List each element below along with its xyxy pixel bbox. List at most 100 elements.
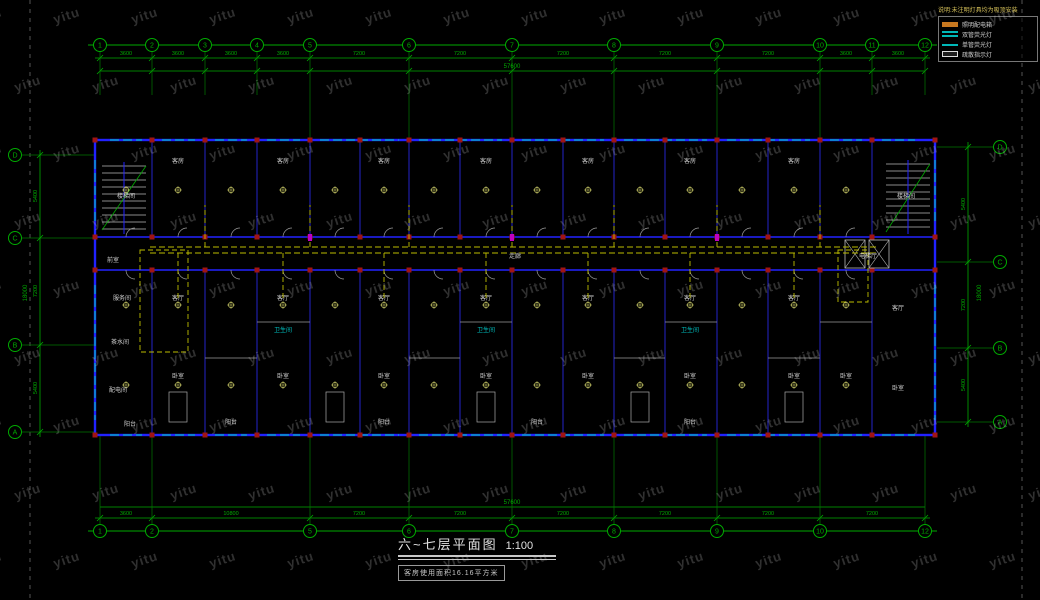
column: [357, 432, 363, 438]
room-label: 楼梯间: [897, 192, 915, 200]
dim-text: 7200: [454, 511, 466, 517]
axis-bubble: [198, 38, 212, 52]
axis-bubble: [8, 148, 22, 162]
column: [202, 137, 208, 143]
axis-bubble: [813, 38, 827, 52]
room-label: 客房: [788, 157, 800, 165]
fluor1-symbol-icon: [942, 44, 958, 46]
column: [406, 267, 412, 273]
column: [307, 432, 313, 438]
door-swing: [485, 227, 496, 238]
dim-text: 7200: [557, 51, 569, 57]
room-label: 阳台: [684, 418, 696, 426]
axis-label: 10: [816, 43, 824, 50]
column: [662, 234, 668, 240]
column: [254, 267, 260, 273]
axis-bubble: [8, 231, 22, 245]
door-swing: [741, 227, 752, 238]
dim-text: 3600: [172, 51, 184, 57]
column: [714, 137, 720, 143]
column: [254, 432, 260, 438]
room-label: 卧室: [840, 372, 852, 380]
door-swing: [334, 227, 345, 238]
column: [509, 432, 515, 438]
door-swing: [793, 269, 804, 280]
axis-bubble: [993, 140, 1007, 154]
room-label: 卧室: [172, 372, 184, 380]
door-swing: [845, 269, 856, 280]
elevator-cross: [868, 239, 890, 269]
room-label: 走廊: [509, 252, 521, 260]
axis-bubble: [402, 524, 416, 538]
axis-bubble: [250, 38, 264, 52]
distribution-box: [510, 234, 514, 241]
door-swing: [177, 227, 188, 238]
dim-text: 7200: [454, 51, 466, 57]
column: [406, 432, 412, 438]
door-swing: [125, 269, 136, 280]
axis-label: 7: [510, 529, 514, 536]
axis-label: 7: [510, 43, 514, 50]
column: [932, 137, 938, 143]
room-label: 卧室: [892, 384, 904, 392]
column: [254, 234, 260, 240]
axis-bubble: [993, 255, 1007, 269]
legend-label: 单管荧光灯: [962, 42, 993, 49]
room-label: 客厅: [480, 294, 492, 302]
legend-panel: 说明:未注明灯具均为吸顶安装 照明配电箱双管荧光灯单管荧光灯疏散指示灯: [938, 5, 1038, 62]
room-label: 客厅: [378, 294, 390, 302]
dim-text: 3600: [840, 51, 852, 57]
legend-label: 疏散指示灯: [962, 52, 993, 59]
axis-label: 2: [150, 43, 154, 50]
legend-item: 双管荧光灯: [942, 29, 1034, 39]
axis-label: 6: [407, 43, 411, 50]
room-label: 配电间: [109, 386, 127, 394]
column: [662, 432, 668, 438]
dim-text: 7200: [557, 511, 569, 517]
axis-bubble: [8, 338, 22, 352]
room-label: 客厅: [277, 294, 289, 302]
door-swing: [536, 269, 547, 280]
axis-label: B: [998, 346, 1003, 353]
title-underline-thin: [398, 559, 556, 560]
column: [765, 137, 771, 143]
wiring-zone: [837, 249, 869, 303]
column: [149, 234, 155, 240]
elevator-shaft: [844, 239, 866, 269]
axis-bubble: [993, 341, 1007, 355]
column: [869, 432, 875, 438]
dim-text: 3600: [120, 51, 132, 57]
axis-bubble: [402, 38, 416, 52]
axis-bubble: [710, 38, 724, 52]
column: [254, 137, 260, 143]
evac-symbol-icon: [942, 51, 958, 57]
room-label: 客厅: [788, 294, 800, 302]
door-swing: [639, 227, 650, 238]
room-label: 阳台: [124, 420, 136, 428]
distribution-box: [308, 234, 312, 241]
column: [149, 267, 155, 273]
axis-label: 6: [407, 529, 411, 536]
column: [662, 267, 668, 273]
column: [560, 137, 566, 143]
axis-bubble: [303, 38, 317, 52]
stair-break-line: [885, 163, 931, 233]
dim-text: 7200: [961, 299, 967, 311]
door-swing: [383, 227, 394, 238]
room-label: 客房: [277, 157, 289, 165]
drawing-subtitle: 客房使用面积16.16平方米: [398, 565, 505, 581]
dim-text: 7200: [659, 511, 671, 517]
dim-text: 7200: [33, 285, 39, 297]
axis-label: A: [998, 420, 1003, 427]
door-swing: [282, 227, 293, 238]
column: [92, 267, 98, 273]
distribution-box: [715, 234, 719, 241]
building-plan: [92, 137, 938, 438]
door-swing: [587, 227, 598, 238]
axis-label: 9: [715, 529, 719, 536]
door-swing: [383, 269, 394, 280]
axis-label: 10: [816, 529, 824, 536]
elevator-cross: [844, 239, 866, 269]
